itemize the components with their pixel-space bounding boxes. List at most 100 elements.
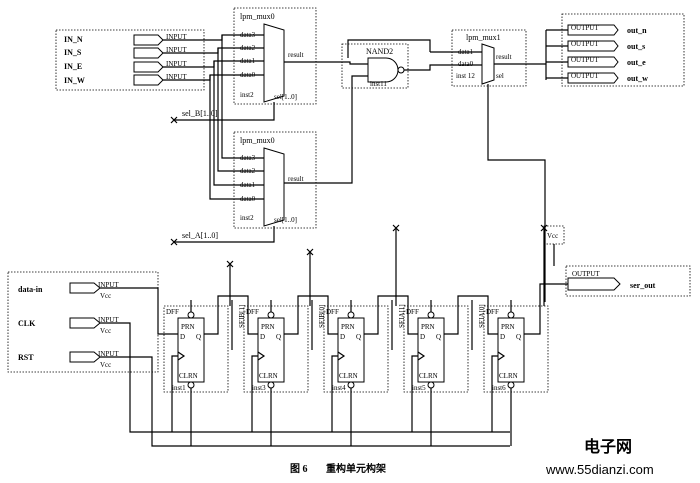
mux0-upper: lpm_mux0 data3 data2 data1 data0 result … bbox=[233, 7, 317, 105]
dff-name: DFF bbox=[326, 308, 339, 316]
sel-tap-label: SEIA[1] bbox=[398, 304, 406, 328]
dff-d: D bbox=[260, 333, 265, 341]
dff-clrn: CLRN bbox=[499, 372, 518, 380]
in-w-label: IN_W bbox=[64, 76, 85, 85]
clk-vcc: Vcc bbox=[100, 327, 111, 335]
mux0b-inst: inst2 bbox=[240, 214, 254, 222]
figure-title: 重构单元构架 bbox=[326, 462, 386, 475]
dff-inst: inst6 bbox=[492, 384, 506, 392]
mux0-pin-data1: data1 bbox=[240, 57, 256, 65]
mux0-result: result bbox=[288, 51, 304, 59]
output-group-top: OUTPUT out_n OUTPUT out_s OUTPUT out_e O… bbox=[561, 13, 685, 87]
dff-clk-triangle bbox=[417, 351, 426, 361]
out-n-label: out_n bbox=[627, 26, 647, 35]
dff-name: DFF bbox=[406, 308, 419, 316]
mux1-sel: sel bbox=[496, 72, 504, 80]
dff-d: D bbox=[340, 333, 345, 341]
mux0b-name: lpm_mux0 bbox=[240, 136, 275, 145]
input-wires-top bbox=[163, 34, 264, 200]
figure-number: 图 6 bbox=[290, 463, 308, 475]
in-s-label: IN_S bbox=[64, 48, 82, 57]
dff-prn: PRN bbox=[421, 323, 435, 331]
data-in-input-tag: INPUT bbox=[98, 281, 119, 289]
clk-input-tag: INPUT bbox=[98, 316, 119, 324]
out-w-tag: OUTPUT bbox=[571, 72, 599, 80]
out-e-tag: OUTPUT bbox=[571, 56, 599, 64]
clk-label: CLK bbox=[18, 319, 36, 328]
in-n-label: IN_N bbox=[64, 35, 83, 44]
mux0b-result: result bbox=[288, 175, 304, 183]
dff-prn: PRN bbox=[181, 323, 195, 331]
dff-q: Q bbox=[436, 333, 441, 341]
mux0b-pin-data2: data2 bbox=[240, 167, 256, 175]
dff-inst: inst5 bbox=[412, 384, 426, 392]
dff-q: Q bbox=[356, 333, 361, 341]
dff-name: DFF bbox=[486, 308, 499, 316]
mux1-inst: inst 12 bbox=[456, 72, 475, 80]
dff-clk-triangle bbox=[177, 351, 186, 361]
mux0-pin-data2: data2 bbox=[240, 44, 256, 52]
dff-name: DFF bbox=[246, 308, 259, 316]
dff-clrn: CLRN bbox=[259, 372, 278, 380]
mux0-lower: lpm_mux0 data3 data2 data1 data0 result … bbox=[233, 131, 317, 229]
dff-prn: PRN bbox=[501, 323, 515, 331]
watermark-brand: 电子网 bbox=[584, 437, 632, 456]
nand-inst: inst11 bbox=[370, 80, 387, 88]
mux1-pin-data0: data0 bbox=[458, 60, 474, 68]
dff-clrn: CLRN bbox=[339, 372, 358, 380]
dff-clrn: CLRN bbox=[419, 372, 438, 380]
ser-out-group: OUTPUT ser_out bbox=[565, 265, 691, 297]
dff-name: DFF bbox=[166, 308, 179, 316]
dff-prn: PRN bbox=[341, 323, 355, 331]
rst-input-tag: INPUT bbox=[98, 350, 119, 358]
mux0-inst: inst2 bbox=[240, 91, 254, 99]
data-in-label: data-in bbox=[18, 285, 43, 294]
dff-inst: inst1 bbox=[172, 384, 186, 392]
out-s-label: out_s bbox=[627, 42, 645, 51]
dff-q: Q bbox=[196, 333, 201, 341]
dff-inst: inst4 bbox=[332, 384, 346, 392]
dff-q: Q bbox=[516, 333, 521, 341]
ser-out-label: ser_out bbox=[630, 281, 656, 290]
mux0b-sel: sel[1..0] bbox=[274, 216, 297, 224]
out-w-label: out_w bbox=[627, 74, 648, 83]
dff-clk-triangle bbox=[337, 351, 346, 361]
mux0b-pin-data3: data3 bbox=[240, 154, 256, 162]
input-group-top: IN_N INPUT IN_S INPUT IN_E INPUT IN_W IN… bbox=[55, 29, 205, 91]
dff-inst: inst3 bbox=[252, 384, 266, 392]
in-n-input-tag: INPUT bbox=[166, 33, 187, 41]
out-s-tag: OUTPUT bbox=[571, 40, 599, 48]
sel-a-net: sel_A[1..0] bbox=[182, 231, 218, 240]
vcc-right-label: Vcc bbox=[547, 232, 558, 240]
nand-name: NAND2 bbox=[366, 47, 393, 56]
dff-prn: PRN bbox=[261, 323, 275, 331]
dff-d: D bbox=[500, 333, 505, 341]
in-e-label: IN_E bbox=[64, 62, 82, 71]
input-group-bottom: data-in INPUT Vcc CLK INPUT Vcc RST INPU… bbox=[7, 271, 159, 373]
dff-clk-triangle bbox=[257, 351, 266, 361]
in-e-input-tag: INPUT bbox=[166, 60, 187, 68]
data-in-vcc: Vcc bbox=[100, 292, 111, 300]
vcc-right: Vcc bbox=[543, 225, 565, 266]
in-s-input-tag: INPUT bbox=[166, 46, 187, 54]
out-n-tag: OUTPUT bbox=[571, 24, 599, 32]
sel-tap-label: SEIA[0] bbox=[478, 304, 486, 328]
watermark-url: www.55dianzi.com bbox=[545, 462, 654, 477]
dff-clk-triangle bbox=[497, 351, 506, 361]
mux0-pin-data0: data0 bbox=[240, 71, 256, 79]
mux0b-pin-data0: data0 bbox=[240, 195, 256, 203]
sel-taps: SEIB[1] SEIB[0] SEIA[1] SEIA[0] bbox=[226, 224, 548, 350]
sel-tap-label: SEIB[0] bbox=[318, 305, 326, 328]
sel-b-net: sel_B[1..0] bbox=[182, 109, 218, 118]
mux1: lpm_mux1 data1 data0 result inst 12 sel bbox=[451, 29, 527, 87]
sel-tap-label: SEIB[1] bbox=[238, 305, 246, 328]
rst-vcc: Vcc bbox=[100, 361, 111, 369]
in-w-input-tag: INPUT bbox=[166, 73, 187, 81]
